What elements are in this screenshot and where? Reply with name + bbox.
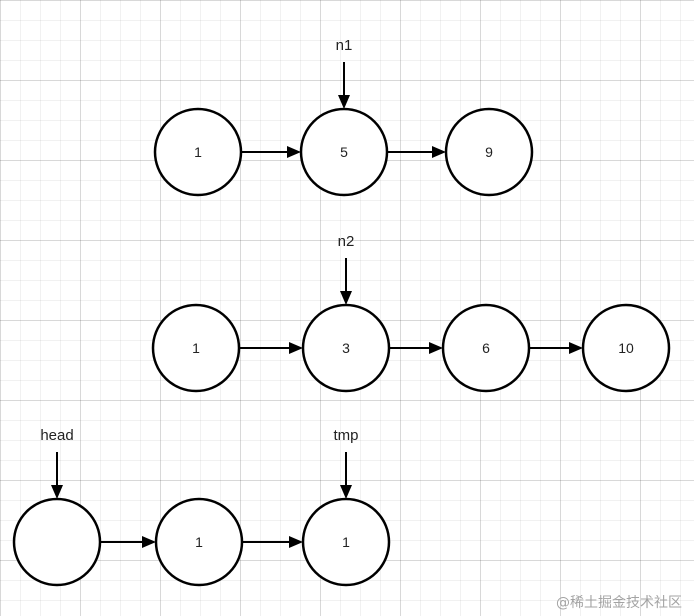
result-list-node-2: 1 (301, 497, 391, 587)
node-value: 1 (194, 144, 202, 160)
pointer-head-arrow (51, 452, 63, 499)
pointer-n1: n1 (336, 37, 353, 109)
node-value: 1 (195, 534, 203, 550)
pointer-n2: n2 (338, 233, 355, 305)
n1-list-edge-0 (241, 146, 301, 158)
n2-list-edge-2-head (569, 342, 583, 354)
node-circle (151, 303, 241, 393)
n2-list-edge-0 (239, 342, 303, 354)
pointer-n1-arrow (338, 62, 350, 109)
node-circle (12, 497, 102, 587)
n2-list-edge-2 (529, 342, 583, 354)
pointer-tmp: tmp (333, 427, 359, 499)
pointer-label: n2 (338, 233, 355, 250)
node-value: 3 (342, 340, 350, 356)
n2-list-node-3: 10 (581, 303, 671, 393)
node-value: 6 (482, 340, 490, 356)
n2-list-node-0: 1 (151, 303, 241, 393)
watermark-text: @稀土掘金技术社区 (556, 595, 682, 611)
node-circle (444, 107, 534, 197)
node-circle (154, 497, 244, 587)
node-value: 5 (340, 144, 348, 160)
n2-list-node-2: 6 (441, 303, 531, 393)
n1-list-edge-1 (387, 146, 446, 158)
node-value: 10 (618, 340, 634, 356)
pointer-label: tmp (333, 427, 358, 444)
n1-list-node-0: 1 (153, 107, 243, 197)
result-list-edge-0 (100, 536, 156, 548)
pointer-n2-arrow-head (340, 291, 352, 305)
pointer-label: head (40, 427, 73, 444)
node-value: 1 (342, 534, 350, 550)
result-list-edge-1-head (289, 536, 303, 548)
n2-list-node-1: 3 (301, 303, 391, 393)
n1-list-edge-1-head (432, 146, 446, 158)
n1-list-node-1: 5 (299, 107, 389, 197)
node-value: 9 (485, 144, 493, 160)
result-list-edge-1 (242, 536, 303, 548)
n1-list-node-2: 9 (444, 107, 534, 197)
pointer-head: head (40, 427, 74, 499)
pointer-head-arrow-head (51, 485, 63, 499)
pointer-n1-arrow-head (338, 95, 350, 109)
n2-list-edge-0-head (289, 342, 303, 354)
node-circle (581, 303, 671, 393)
pointer-tmp-arrow-head (340, 485, 352, 499)
pointer-tmp-arrow (340, 452, 352, 499)
pointer-n2-arrow (340, 258, 352, 305)
edges-layer (100, 146, 583, 548)
n2-list-edge-1-head (429, 342, 443, 354)
n2-list-edge-1 (389, 342, 443, 354)
node-circle (441, 303, 531, 393)
n1-list: 1 5 9 (153, 107, 534, 197)
pointers-layer: n1 n2 head tmp (40, 37, 359, 499)
n2-list: 1 3 6 10 (151, 303, 671, 393)
n1-list-edge-0-head (287, 146, 301, 158)
node-value: 1 (192, 340, 200, 356)
pointer-label: n1 (336, 37, 353, 54)
result-list-edge-0-head (142, 536, 156, 548)
result-list-node-0 (12, 497, 102, 587)
result-list-node-1: 1 (154, 497, 244, 587)
node-circle (153, 107, 243, 197)
